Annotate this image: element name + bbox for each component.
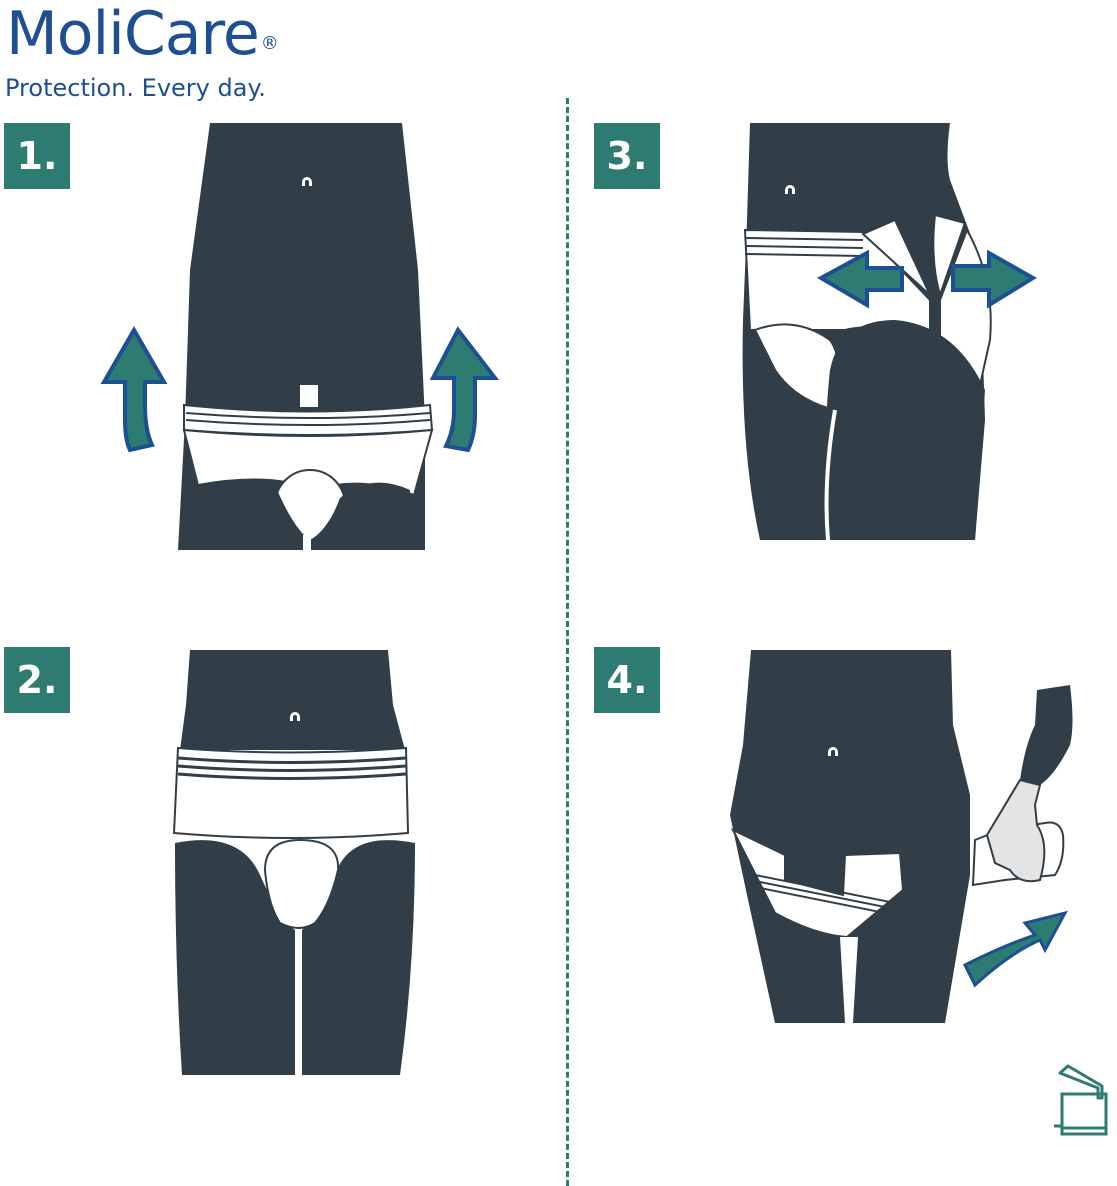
step-3-illustration — [742, 123, 1037, 541]
registered-mark: ® — [260, 33, 279, 54]
step-4-illustration — [730, 650, 1073, 1023]
step-1-illustration — [100, 123, 500, 550]
step-badge-3: 3. — [594, 123, 660, 189]
step-2-illustration — [172, 650, 415, 1075]
brand-logo: MoliCare® — [6, 0, 279, 70]
trash-bin-icon — [1054, 1064, 1108, 1136]
dashed-divider — [566, 98, 569, 1186]
step-badge-4: 4. — [594, 647, 660, 713]
step-badge-1: 1. — [4, 123, 70, 189]
step-badge-2: 2. — [4, 647, 70, 713]
tagline: Protection. Every day. — [5, 74, 266, 102]
brand-name: MoliCare — [6, 0, 260, 69]
